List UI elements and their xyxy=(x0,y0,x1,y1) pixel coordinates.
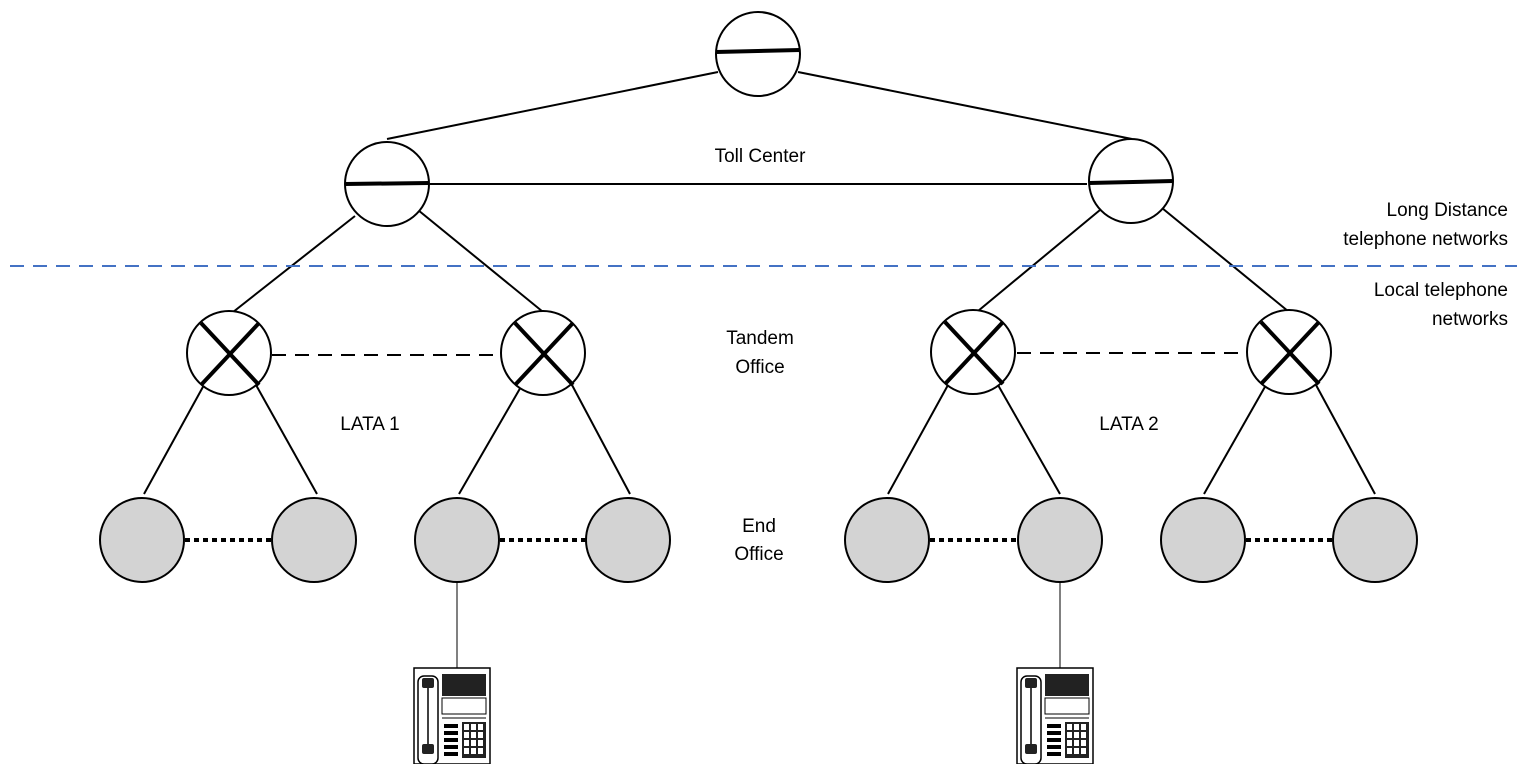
telephone-icon xyxy=(413,667,491,764)
link-tandem3-end5 xyxy=(887,384,949,495)
end-office-circle xyxy=(414,497,500,583)
tandem-office-label-line1: Tandem xyxy=(726,328,794,349)
long-distance-label-line2: telephone networks xyxy=(1343,229,1508,250)
toll-center-right xyxy=(1088,138,1174,224)
lata-1-label: LATA 1 xyxy=(340,414,400,435)
end-office-label-line1: End xyxy=(742,516,776,537)
toll-center-left xyxy=(344,141,430,227)
link-tandem2-end4 xyxy=(571,384,631,495)
local-networks-label-line2: networks xyxy=(1432,309,1508,330)
tandem-office-2 xyxy=(500,310,586,396)
link-tandem4-end8 xyxy=(1315,384,1376,495)
link-toll2-tandem3 xyxy=(971,209,1101,317)
toll-switch-bar xyxy=(1088,179,1174,185)
link-toll2-tandem4 xyxy=(1161,207,1295,317)
tandem-office-4 xyxy=(1246,309,1332,395)
link-tandem1-end1 xyxy=(143,384,205,495)
end-office-circle xyxy=(99,497,185,583)
end-office-circle xyxy=(271,497,357,583)
end-office-label-line2: Office xyxy=(734,544,783,565)
long-distance-label-line1: Long Distance xyxy=(1387,200,1508,221)
end-offices xyxy=(99,497,1418,583)
tandem-office-label-line2: Office xyxy=(735,357,784,378)
link-toll1-tandem2 xyxy=(417,209,549,317)
end-office-circle xyxy=(1017,497,1103,583)
tandem-office-1 xyxy=(186,310,272,396)
link-tandem4-end7 xyxy=(1203,384,1267,495)
toll-switch-top xyxy=(715,11,801,97)
end-office-circle xyxy=(585,497,671,583)
end-office-circle xyxy=(1160,497,1246,583)
tandem-x-stroke xyxy=(199,321,261,387)
end-office-circle xyxy=(1332,497,1418,583)
link-tandem2-end3 xyxy=(458,384,523,495)
telephone-icon xyxy=(1016,667,1094,764)
end-office-circle xyxy=(844,497,930,583)
phone-drops xyxy=(456,583,1061,668)
connections xyxy=(143,71,1376,495)
tandem-office-3 xyxy=(930,309,1016,395)
tandem-x-stroke xyxy=(1259,320,1321,386)
toll-center-label: Toll Center xyxy=(715,146,806,167)
toll-switch-bar xyxy=(344,181,430,186)
tandem-links xyxy=(272,352,1243,356)
lata-2-label: LATA 2 xyxy=(1099,414,1159,435)
toll-switch-icon xyxy=(715,11,801,97)
tandem-x-stroke xyxy=(943,320,1005,386)
local-networks-label-line1: Local telephone xyxy=(1374,280,1508,301)
link-top-right-toll xyxy=(797,71,1133,140)
link-tandem1-end2 xyxy=(255,384,318,495)
link-top-left-toll xyxy=(386,71,719,140)
link-tandem3-end6 xyxy=(997,384,1061,495)
toll-switch-bar xyxy=(715,48,801,54)
tandem-x-stroke xyxy=(513,321,575,387)
